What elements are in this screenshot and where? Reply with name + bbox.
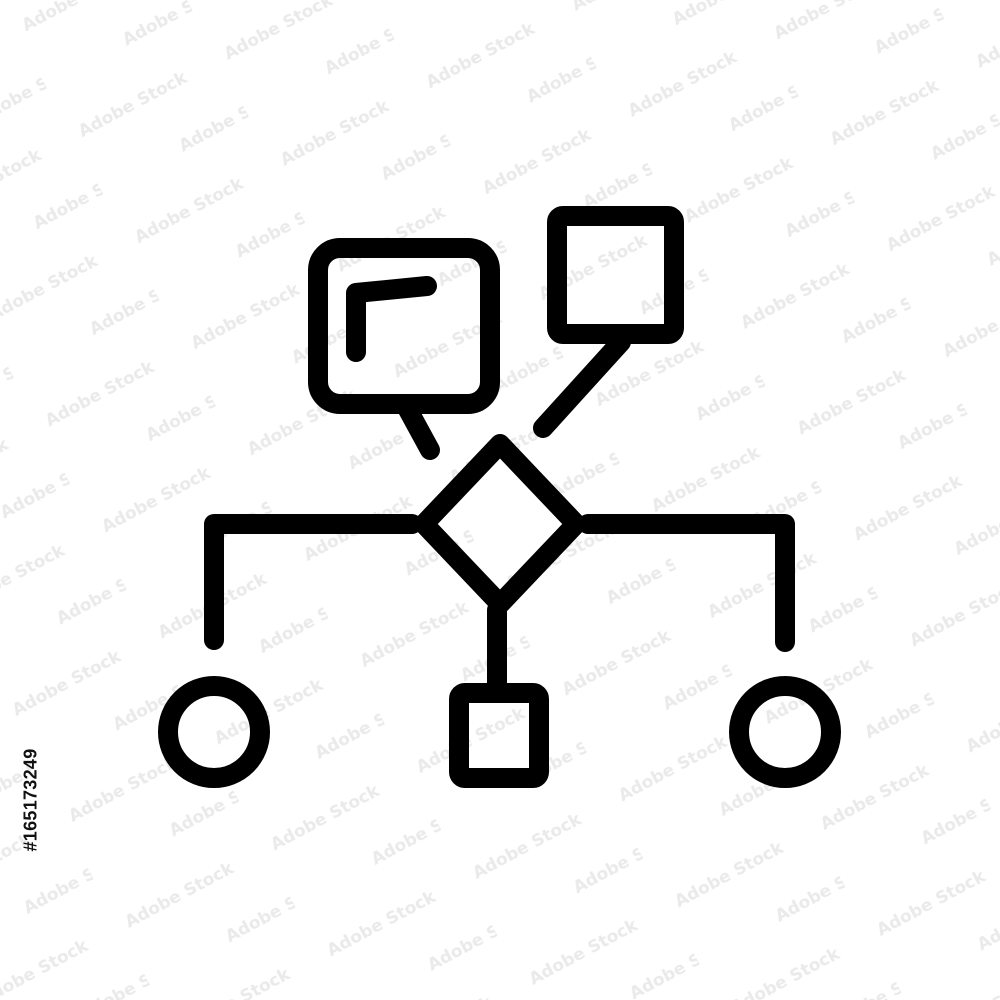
right-circle-node — [729, 676, 841, 788]
left-circle-node — [158, 676, 270, 788]
side-id-text: #165173249 — [20, 748, 41, 852]
speech-bubble-corner-mark — [346, 276, 437, 362]
top-square-connector — [533, 332, 631, 438]
left-branch-line — [204, 514, 422, 650]
flowchart-icon — [158, 206, 841, 788]
center-square-node — [449, 683, 549, 788]
speech-bubble-tail — [396, 396, 440, 460]
right-branch-line — [578, 514, 795, 652]
side-id-label: #165173249 — [16, 650, 46, 950]
